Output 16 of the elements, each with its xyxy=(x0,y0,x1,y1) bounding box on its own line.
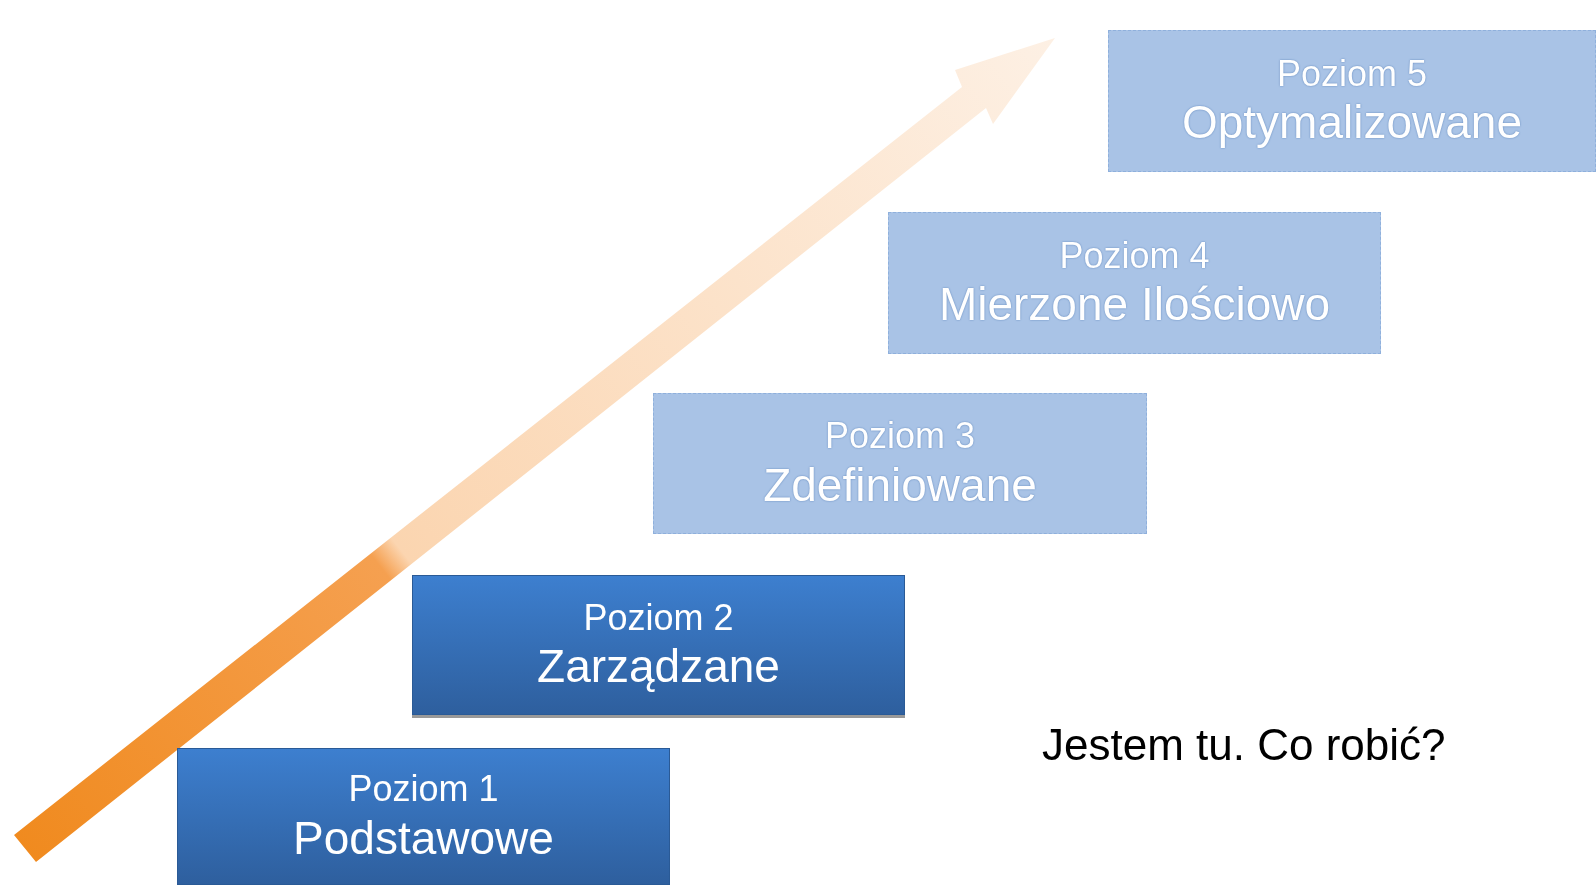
level-number: Poziom 4 xyxy=(1059,233,1210,277)
level-number: Poziom 3 xyxy=(824,414,976,458)
level-box xyxy=(1108,30,1596,172)
level-name: Zarządzane xyxy=(537,639,780,694)
level-name: Zdefiniowane xyxy=(763,457,1037,513)
level-box xyxy=(653,393,1147,534)
level-box xyxy=(412,575,905,715)
level-number: Poziom 2 xyxy=(583,595,734,639)
level-name: Podstawowe xyxy=(293,810,554,866)
level-box xyxy=(888,212,1381,354)
level-box xyxy=(177,748,670,885)
level-name: Optymalizowane xyxy=(1181,95,1522,150)
note-text: Jestem tu. Co robić? xyxy=(1042,720,1446,770)
level-name: Mierzone Ilościowo xyxy=(938,277,1331,332)
level-number: Poziom 5 xyxy=(1276,51,1428,95)
level-number: Poziom 1 xyxy=(348,767,499,811)
